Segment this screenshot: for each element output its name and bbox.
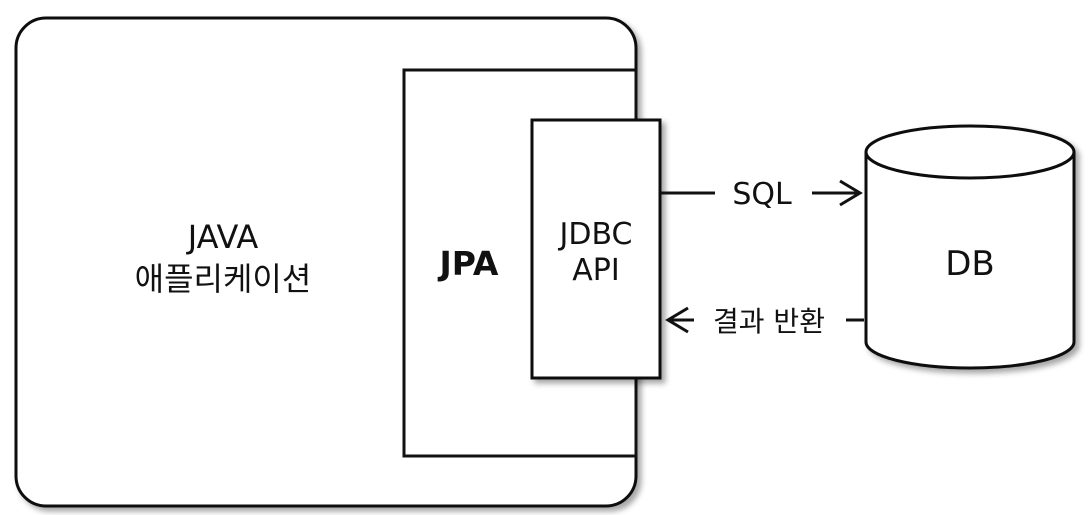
arrow-head-right-icon [839,179,863,207]
sql-request-arrow: SQL [661,177,863,212]
sql-label: SQL [732,177,792,212]
database-cylinder [864,124,1076,370]
result-return-arrow: 결과 반환 [665,305,864,338]
result-return-label: 결과 반환 [713,305,825,338]
api-label: API [572,253,619,288]
db-label: DB [945,244,995,284]
jdbc-label: JDBC [558,217,633,252]
jdbc-api-box: JDBC API [530,118,662,380]
jpa-label: JPA [438,244,499,283]
application-label: 애플리케이션 [135,260,312,298]
java-label: JAVA [186,218,259,256]
